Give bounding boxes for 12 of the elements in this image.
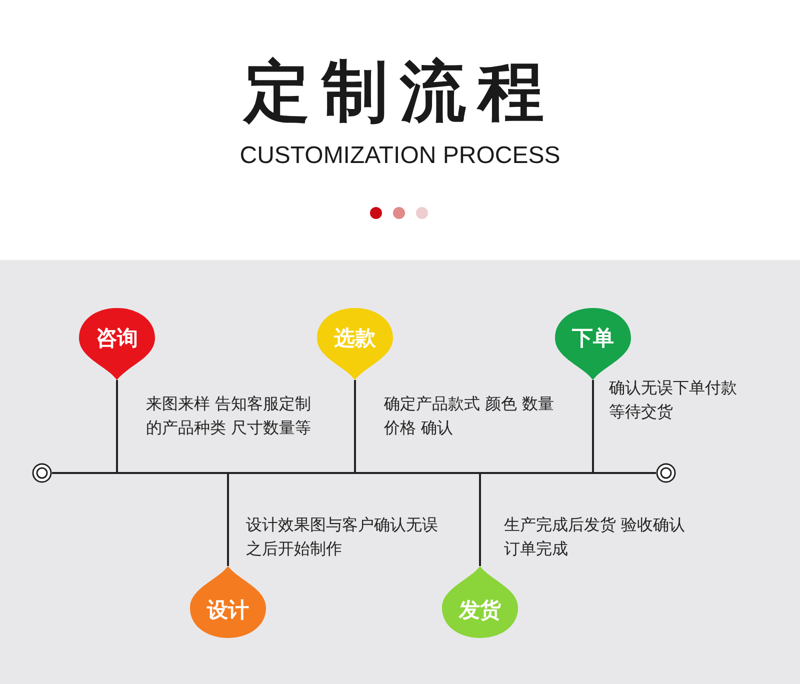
step-description: 来图来样 告知客服定制的产品种类 尺寸数量等: [146, 393, 312, 439]
step-label: 咨询: [95, 325, 139, 352]
title: 定制流程: [242, 52, 557, 132]
step-description: 确定产品款式 颜色 数量价格 确认: [384, 393, 556, 439]
step-description: 确认无误下单付款等待交货: [609, 377, 738, 423]
step-label: 下单: [571, 325, 615, 352]
step-label: 发货: [458, 597, 502, 624]
step-label: 选款: [333, 325, 377, 352]
step-description: 生产完成后发货 验收确认订单完成: [504, 514, 686, 560]
step-label: 设计: [206, 597, 250, 624]
step-description: 设计效果图与客户确认无误之后开始制作: [246, 514, 439, 560]
subtitle: CUSTOMIZATION PROCESS: [238, 142, 562, 170]
